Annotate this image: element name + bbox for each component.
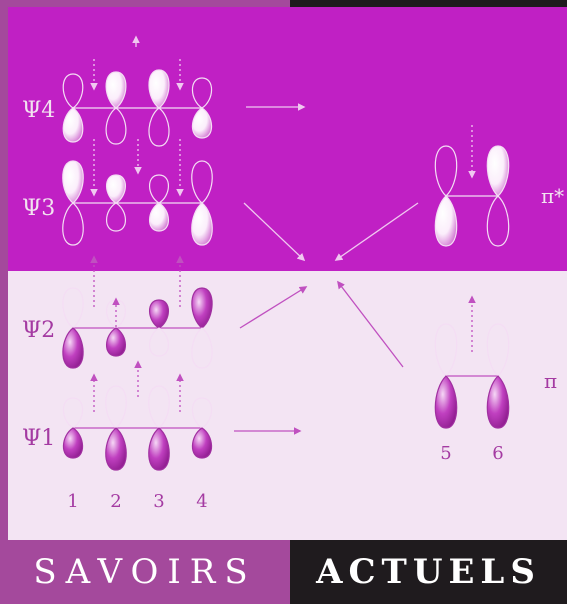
arrow-pi-star-center <box>334 202 419 261</box>
orbital-lobe-pi-star-6-top <box>486 145 510 197</box>
atom-number-6: 6 <box>492 443 503 464</box>
arrow-pi-center <box>337 280 404 368</box>
upper-band <box>8 7 567 271</box>
lower-band <box>8 271 567 540</box>
label-psi1: Ψ1 <box>22 426 55 451</box>
orbital-lobe-psi3-2-top <box>105 174 127 204</box>
orbital-lobe-psi1-1-top <box>62 397 84 429</box>
orbital-lobe-psi1-3-bottom <box>148 427 170 471</box>
orbital-lobe-psi4-4-top <box>191 77 213 109</box>
orbital-lobe-psi4-1-bottom <box>62 107 84 143</box>
orbital-lobe-psi2-4-bottom <box>191 327 213 369</box>
atom-number-4: 4 <box>196 491 207 512</box>
orbital-lobe-pi-6-top <box>486 323 510 377</box>
orbital-lobe-psi4-2-bottom <box>105 107 127 145</box>
orbital-lobe-pi-5-top <box>434 323 458 377</box>
orbital-lobe-psi4-3-bottom <box>148 107 170 147</box>
orbital-lobe-psi1-2-top <box>105 385 127 429</box>
orbital-lobe-psi4-3-top <box>148 69 170 109</box>
orbital-lobe-psi3-3-bottom <box>148 202 170 232</box>
orbital-lobe-psi1-3-top <box>148 385 170 429</box>
orbital-lobe-psi1-1-bottom <box>62 427 84 459</box>
frame-left-strip <box>0 0 8 540</box>
atom-number-3: 3 <box>153 491 164 512</box>
frame-top-strip-dark <box>290 0 567 7</box>
orbital-lobe-psi3-4-bottom <box>191 202 213 246</box>
orbital-lobe-psi1-2-bottom <box>105 427 127 471</box>
orbital-lobe-psi2-3-top <box>148 299 170 329</box>
orbital-lobe-pi-5-bottom <box>434 375 458 429</box>
orbital-lobe-psi2-1-top <box>62 287 84 329</box>
orbital-lobe-psi4-4-bottom <box>191 107 213 139</box>
orbital-lobe-psi1-4-top <box>191 397 213 429</box>
label-psi4: Ψ4 <box>22 98 55 123</box>
label-psi3: Ψ3 <box>22 196 55 221</box>
orbital-lobe-psi2-3-bottom <box>148 327 170 357</box>
orbital-lobe-pi-6-bottom <box>486 375 510 429</box>
arrow-psi2-center <box>239 286 308 329</box>
atom-number-5: 5 <box>440 443 451 464</box>
orbital-lobe-psi4-1-top <box>62 73 84 109</box>
orbital-lobe-pi-star-5-top <box>434 145 458 197</box>
label-psi2: Ψ2 <box>22 318 55 343</box>
orbital-diagram: Ψ4 Ψ3 Ψ2 Ψ1 π* π 1 2 3 4 5 6 <box>8 7 567 540</box>
orbital-lobe-psi2-4-top <box>191 287 213 329</box>
orbital-lobe-pi-star-5-bottom <box>434 195 458 247</box>
orbital-lobe-psi3-1-bottom <box>62 202 84 246</box>
atom-number-2: 2 <box>110 491 121 512</box>
orbital-lobe-psi3-4-top <box>191 160 213 204</box>
footer-brand-right: ACTUELS <box>290 540 567 604</box>
orbital-lobe-pi-star-6-bottom <box>486 195 510 247</box>
orbital-lobe-psi3-3-top <box>148 174 170 204</box>
orbital-lobe-psi2-2-bottom <box>105 327 127 357</box>
frame-top-strip <box>8 0 290 7</box>
label-pi-star: π* <box>541 184 564 208</box>
orbital-lobe-psi1-4-bottom <box>191 427 213 459</box>
arrow-psi3-center <box>243 202 306 262</box>
orbital-lobe-psi3-1-top <box>62 160 84 204</box>
footer-brand-left: SAVOIRS <box>0 540 290 604</box>
orbital-lobe-psi2-1-bottom <box>62 327 84 369</box>
atom-number-1: 1 <box>67 491 78 512</box>
orbital-lobe-psi3-2-bottom <box>105 202 127 232</box>
orbital-lobe-psi4-2-top <box>105 71 127 109</box>
label-pi: π <box>544 369 557 393</box>
